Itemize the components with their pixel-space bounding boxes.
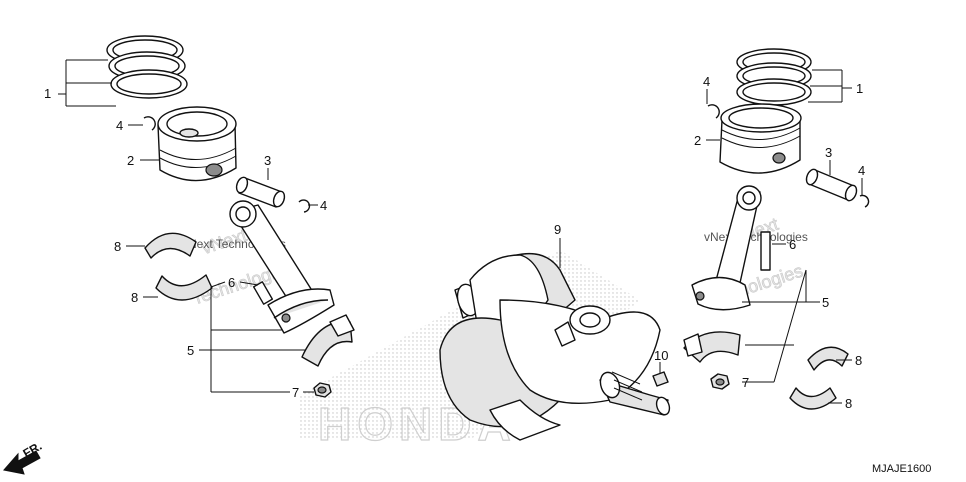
front-direction-arrow: FR. bbox=[3, 439, 44, 475]
rod-bolt-right bbox=[760, 231, 771, 271]
piston-pin-left bbox=[235, 176, 286, 208]
callout-l7: 7 bbox=[292, 385, 299, 400]
callout-l4a: 4 bbox=[116, 118, 123, 133]
callout-l6: 6 bbox=[228, 275, 235, 290]
callout-r8b: 8 bbox=[845, 396, 852, 411]
callout-r4a: 4 bbox=[703, 74, 710, 89]
diagram-code: MJAJE1600 bbox=[872, 463, 931, 475]
callout-l1: 1 bbox=[44, 86, 51, 101]
nut-right bbox=[710, 373, 730, 390]
bearing-shell-left-lower bbox=[155, 274, 213, 301]
callout-l9: 9 bbox=[554, 222, 561, 237]
piston-right bbox=[719, 103, 802, 174]
callout-r8a: 8 bbox=[855, 353, 862, 368]
piston-pin-clip-right-b bbox=[859, 194, 870, 208]
bearing-shell-right-upper bbox=[807, 346, 849, 371]
callout-r3: 3 bbox=[825, 145, 832, 160]
callout-r1: 1 bbox=[856, 81, 863, 96]
connecting-rod-left bbox=[229, 200, 335, 334]
woodruff-key bbox=[652, 371, 669, 387]
crankshaft bbox=[439, 253, 671, 441]
piston-ring-set-right bbox=[736, 48, 812, 106]
piston-pin-clip-left-a bbox=[143, 116, 156, 131]
bearing-shell-left-upper bbox=[144, 232, 197, 259]
piston-left bbox=[157, 106, 237, 182]
callout-l8a: 8 bbox=[114, 239, 121, 254]
callout-l3: 3 bbox=[264, 153, 271, 168]
callout-l5: 5 bbox=[187, 343, 194, 358]
connecting-rod-right bbox=[691, 185, 762, 311]
bearing-shell-right-lower bbox=[789, 387, 837, 410]
leader-lines bbox=[58, 59, 863, 404]
callout-l10: 10 bbox=[654, 348, 668, 363]
callout-r4b: 4 bbox=[858, 163, 865, 178]
piston-pin-right bbox=[805, 168, 858, 202]
piston-pin-clip-left-b bbox=[298, 199, 311, 213]
callout-l8b: 8 bbox=[131, 290, 138, 305]
callout-r6: 6 bbox=[789, 237, 796, 252]
nut-left bbox=[313, 382, 332, 398]
callout-r2: 2 bbox=[694, 133, 701, 148]
callout-l2: 2 bbox=[127, 153, 134, 168]
callout-r5: 5 bbox=[822, 295, 829, 310]
callout-labels: 1 4 2 3 4 8 8 6 5 7 9 10 4 1 2 3 4 6 5 8… bbox=[44, 74, 865, 411]
callout-l4b: 4 bbox=[320, 198, 327, 213]
piston-pin-clip-right-a bbox=[707, 104, 720, 119]
piston-ring-set-left bbox=[106, 35, 188, 99]
callout-r7: 7 bbox=[742, 375, 749, 390]
